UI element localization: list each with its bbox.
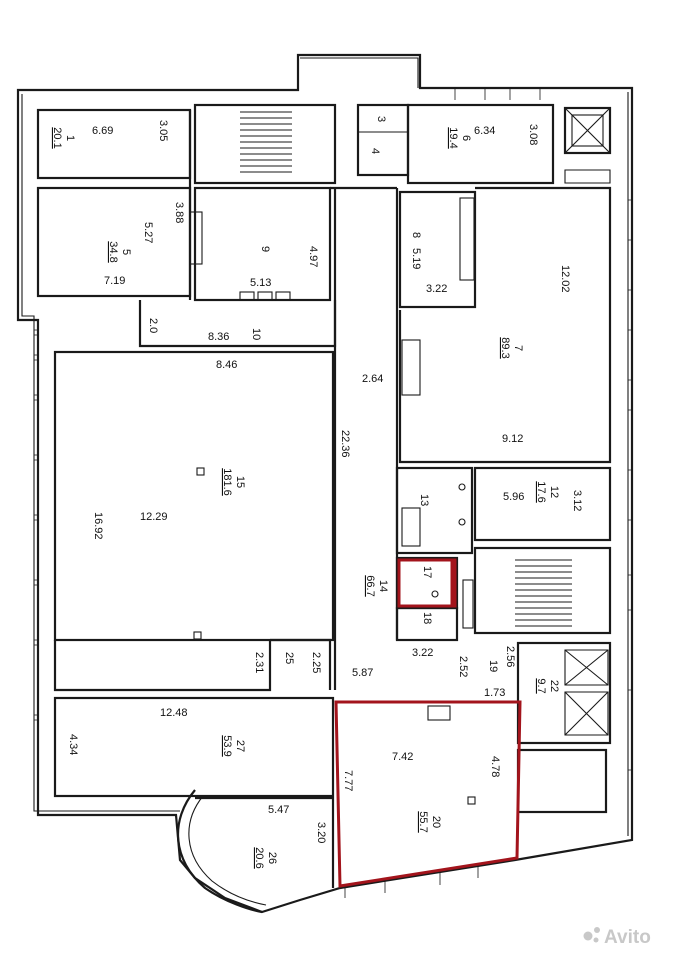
room-1-dim-b: 3.05 — [157, 120, 169, 141]
room-6-area: 19.4 — [447, 127, 459, 148]
room-9-dim-a: 4.97 — [307, 246, 319, 267]
room-7-dim-a: 12.02 — [559, 265, 571, 293]
room-14-dim-c: 5.87 — [352, 667, 373, 679]
room-19-dim-b: 2.56 — [504, 646, 516, 667]
room-14-dim-b: 2.64 — [362, 373, 383, 385]
room-22-number: 22 — [548, 680, 560, 692]
windows — [34, 88, 632, 898]
room-6-dim-a: 6.34 — [474, 125, 495, 137]
room-6-number: 6 — [460, 135, 472, 141]
room-22-area: 9.7 — [535, 678, 547, 693]
fixtures — [189, 197, 476, 805]
room-5-dim-c: 3.88 — [173, 202, 185, 223]
room-20-number: 20 — [430, 816, 442, 828]
room-5-dim-b: 7.19 — [104, 275, 125, 287]
room-7-dim-b: 9.12 — [502, 433, 523, 445]
watermark-text: Avito — [604, 927, 651, 948]
room-5-dim-a: 5.27 — [142, 222, 154, 243]
room-8-dim-a: 5.19 — [410, 248, 422, 269]
room-10-dim-a: 8.36 — [208, 331, 229, 343]
room-19-dim-c: 1.73 — [484, 687, 505, 699]
room-8-dim-b: 3.22 — [426, 283, 447, 295]
room-20-area: 55.7 — [417, 811, 429, 832]
room-26-number: 26 — [266, 852, 278, 864]
room-4-number: 4 — [369, 148, 381, 154]
room-18-number: 18 — [421, 612, 433, 624]
room-3-number: 3 — [375, 116, 387, 122]
room-18-dim-a: 3.22 — [412, 647, 433, 659]
room-25-dim-b: 2.25 — [310, 652, 322, 673]
room-14-number: 14 — [377, 580, 389, 592]
stair-treads — [240, 111, 572, 627]
room-15-dim-b: 12.29 — [140, 511, 168, 523]
room-1-area: 20.1 — [51, 127, 63, 148]
room-10-number: 10 — [250, 328, 262, 340]
room-7-area: 89.3 — [499, 337, 511, 358]
avito-watermark: Avito — [583, 927, 651, 948]
room-15-dim-a: 16.92 — [92, 512, 104, 540]
room-20-dim-a: 7.42 — [392, 751, 413, 763]
room-12-dim-a: 5.96 — [503, 491, 524, 503]
room-8-number: 8 — [410, 232, 422, 238]
room-17-number: 17 — [421, 566, 433, 578]
room-19-number: 19 — [487, 660, 499, 672]
outer-walls — [16, 53, 634, 914]
room-27-dim-a: 12.48 — [160, 707, 188, 719]
room-26-dim-a: 5.47 — [268, 804, 289, 816]
room-25-dim-a: 2.31 — [253, 652, 265, 673]
room-labels: 6.69 3.05 1 20.1 3 4 5.27 7.19 3.88 5 34… — [51, 116, 583, 869]
room-14-dim-a: 22.36 — [339, 430, 351, 458]
room-5-number: 5 — [120, 249, 132, 255]
room-7-number: 7 — [512, 345, 524, 351]
room-25-number: 25 — [283, 652, 295, 664]
highlight-outline — [334, 558, 522, 888]
room-10-dim-c: 8.46 — [216, 359, 237, 371]
room-15-area: 181.6 — [221, 468, 233, 496]
room-9-number: 9 — [259, 246, 271, 252]
room-12-dim-b: 3.12 — [571, 490, 583, 511]
room-15-number: 15 — [234, 476, 246, 488]
room-5-area: 34.8 — [107, 241, 119, 262]
room-1-dim-a: 6.69 — [92, 125, 113, 137]
room-12-area: 17.6 — [535, 481, 547, 502]
room-27-dim-b: 4.34 — [67, 734, 79, 755]
room-26-area: 20.6 — [253, 847, 265, 868]
room-27-area: 53.9 — [221, 735, 233, 756]
room-14-area: 66.7 — [364, 575, 376, 596]
room-13-number: 13 — [418, 494, 430, 506]
room-1-number: 1 — [64, 135, 76, 141]
room-10-dim-b: 2.0 — [147, 318, 159, 333]
room-6-dim-b: 3.08 — [527, 124, 539, 145]
room-20-dim-c: 4.78 — [489, 756, 501, 777]
room-27-number: 27 — [234, 740, 246, 752]
room-20-dim-b: 7.77 — [342, 770, 354, 791]
room-19-dim-a: 2.52 — [457, 656, 469, 677]
room-12-number: 12 — [548, 486, 560, 498]
room-26-dim-b: 3.20 — [315, 822, 327, 843]
room-9-dim-b: 5.13 — [250, 277, 271, 289]
